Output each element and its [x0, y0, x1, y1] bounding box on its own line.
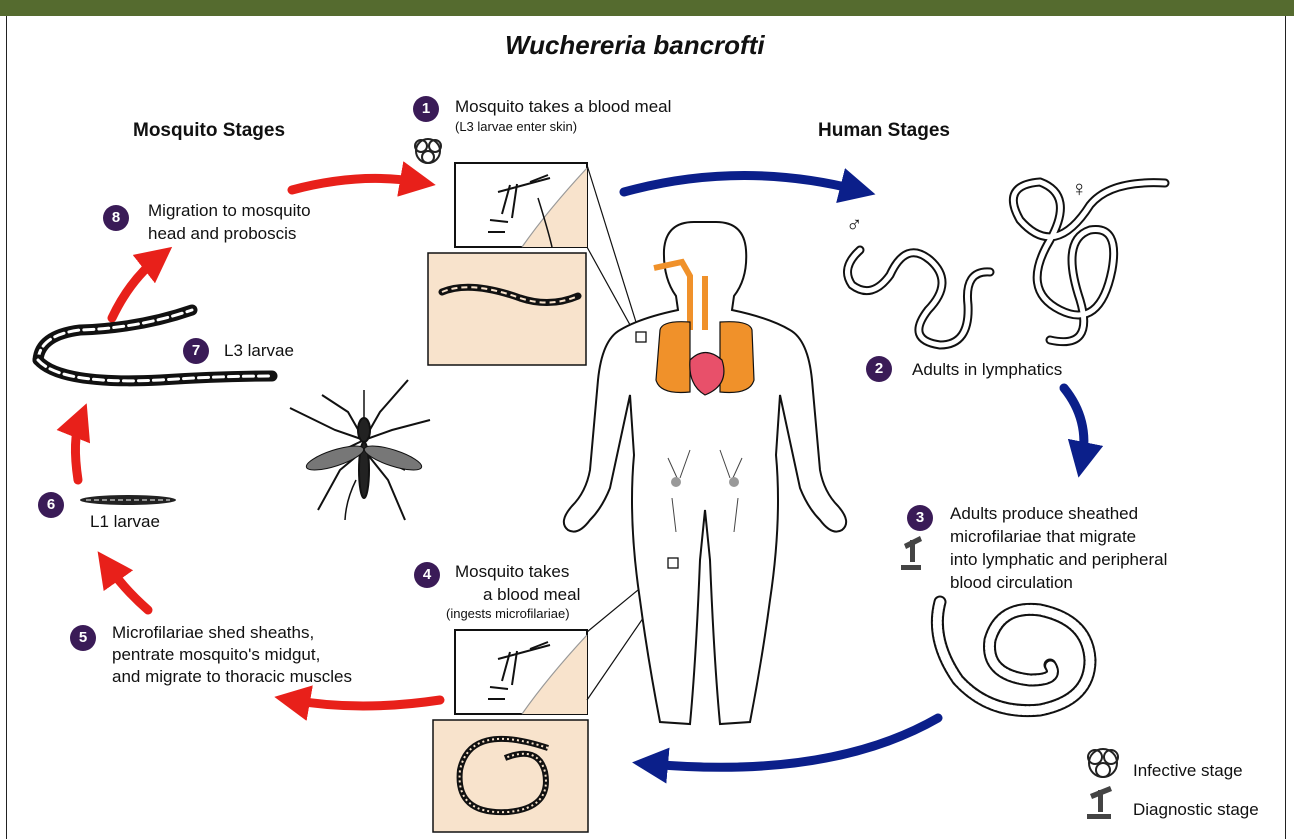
heading-human-stages: Human Stages: [818, 120, 950, 142]
microfilaria-panel: [433, 720, 588, 832]
step-3-line4: blood circulation: [950, 572, 1073, 593]
human-body: [564, 222, 846, 724]
arrow-6-to-7: [75, 420, 80, 480]
microfilaria-large: [937, 602, 1090, 711]
arrow-4-to-5: [292, 700, 440, 706]
step-6-badge: 6: [38, 492, 64, 518]
biohazard-icon: [415, 139, 441, 163]
step-3-line3: into lymphatic and peripheral: [950, 549, 1167, 570]
microscope-icon: [901, 536, 922, 570]
arrow-3-to-4: [650, 718, 938, 767]
skin-panel-top: [455, 163, 587, 247]
step-2-label: Adults in lymphatics: [912, 359, 1062, 380]
legend-diagnostic-label: Diagnostic stage: [1133, 799, 1259, 820]
skin-panel-bottom: [455, 630, 587, 714]
step-3-line1: Adults produce sheathed: [950, 503, 1138, 524]
heading-mosquito-stages: Mosquito Stages: [133, 120, 285, 142]
arrow-8-to-1: [292, 178, 418, 190]
step-5-line2: pentrate mosquito's midgut,: [112, 644, 320, 665]
legend-microscope-icon: [1087, 786, 1112, 819]
step-8-line1: Migration to mosquito: [148, 200, 311, 221]
step-1-label: Mosquito takes a blood meal: [455, 96, 671, 117]
step-4-badge: 4: [414, 562, 440, 588]
step-7-badge: 7: [183, 338, 209, 364]
step-6-label: L1 larvae: [90, 511, 160, 532]
step-1-badge: 1: [413, 96, 439, 122]
mosquito-drawing: [290, 380, 430, 520]
step-4-line1: Mosquito takes: [455, 561, 569, 582]
step-2-badge: 2: [866, 356, 892, 382]
step-1-sublabel: (L3 larvae enter skin): [455, 119, 577, 134]
step-3-line2: microfilariae that migrate: [950, 526, 1136, 547]
step-7-label: L3 larvae: [224, 340, 294, 361]
l1-larva: [80, 495, 176, 505]
arrow-5-to-6: [108, 566, 148, 610]
legend-biohazard-icon: [1088, 749, 1118, 777]
female-symbol: ♀: [1071, 176, 1088, 202]
larva-panel-top: [428, 253, 586, 365]
step-5-line3: and migrate to thoracic muscles: [112, 666, 352, 687]
legend-infective-label: Infective stage: [1133, 760, 1243, 781]
adult-worms: [848, 182, 1166, 345]
step-5-line1: Microfilariae shed sheaths,: [112, 622, 314, 643]
diagram-title: Wuchereria bancrofti: [505, 30, 765, 61]
male-symbol: ♂: [846, 212, 863, 238]
arrow-2-to-3: [1064, 388, 1084, 460]
step-3-badge: 3: [907, 505, 933, 531]
step-8-badge: 8: [103, 205, 129, 231]
step-4-line2: a blood meal: [483, 584, 580, 605]
step-8-line2: head and proboscis: [148, 223, 296, 244]
arrow-1-to-2: [624, 175, 858, 192]
arrow-7-to-8: [112, 258, 158, 318]
step-5-badge: 5: [70, 625, 96, 651]
step-4-sublabel: (ingests microfilariae): [446, 606, 570, 621]
